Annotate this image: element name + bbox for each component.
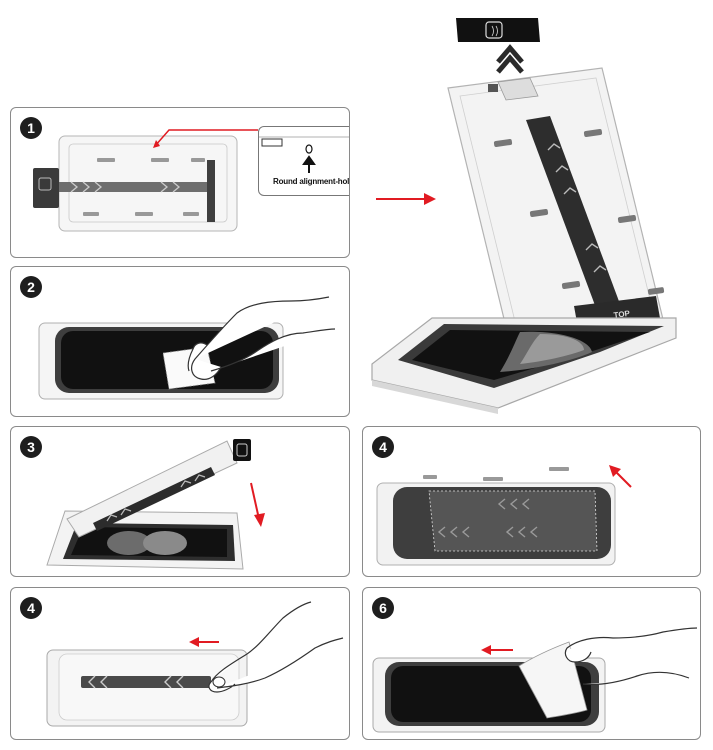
close-lid-illustration [46,439,265,570]
step-3-panel: 3 [10,426,350,577]
step-number-badge: 4 [372,436,394,458]
step-number-badge: 6 [372,597,394,619]
step-6-panel: 6 [362,587,701,740]
step-2-panel: 2 [10,266,350,417]
step-number-badge: 2 [20,276,42,298]
step-4-panel-left: 4 [10,587,350,740]
peel-film-illustration [372,627,698,733]
step-4-panel-right: 4 [362,426,701,577]
press-strip-illustration [46,601,344,727]
applicator-large-illustration: TOP [371,18,677,414]
alignment-hole-icon [259,136,349,173]
step-number-badge: 4 [20,597,42,619]
step-number-badge: 3 [20,436,42,458]
clean-screen-illustration [38,296,336,400]
alignment-frame-illustration [33,129,258,232]
step-number-badge: 1 [20,117,42,139]
step-1-panel: 1 Round alignment-hole [10,107,350,258]
alignment-hole-label: Round alignment-hole [273,177,350,186]
remove-label-illustration [376,465,632,566]
top-label: TOP [613,309,631,320]
alignment-hole-callout: Round alignment-hole [258,126,350,196]
